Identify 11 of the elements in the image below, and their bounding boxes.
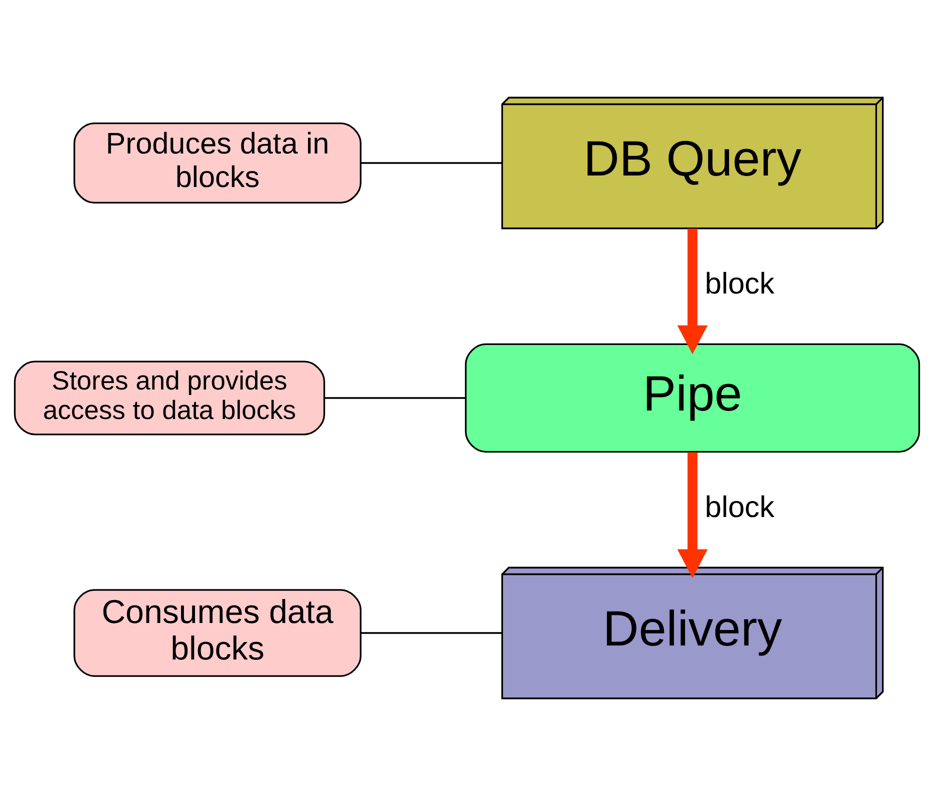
connector	[324, 396, 466, 398]
connector	[360, 162, 502, 164]
node-box: Produces data in blocks	[74, 122, 362, 204]
arrow	[677, 452, 708, 578]
connector	[360, 632, 502, 634]
edge-label: block	[704, 267, 774, 300]
node-box: Consumes data blocks	[74, 588, 362, 676]
edge-label: block	[704, 490, 774, 524]
arrow	[677, 228, 708, 354]
node-box: Stores and provides access to data blocks	[14, 360, 326, 435]
node-box: Pipe	[464, 342, 920, 452]
